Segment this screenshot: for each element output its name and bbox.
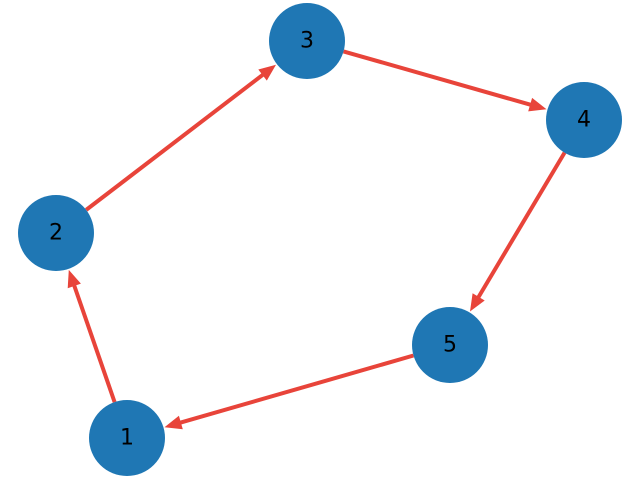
node-label: 5: [443, 333, 457, 358]
edge-line: [475, 151, 567, 300]
node-circle: [18, 195, 94, 271]
node-3: 3: [269, 3, 345, 79]
arrowhead: [528, 97, 547, 112]
node-label: 3: [300, 29, 314, 54]
edge-3-to-4: [342, 49, 547, 112]
edge-line: [84, 72, 266, 212]
node-circle: [89, 400, 165, 476]
arrowhead: [470, 293, 485, 312]
edge-line: [178, 353, 415, 426]
node-5: 5: [412, 307, 488, 383]
arrowhead: [164, 415, 183, 430]
node-circle: [269, 3, 345, 79]
edge-line: [71, 283, 117, 403]
node-label: 1: [120, 426, 134, 451]
nodes-layer: 1 2 3 4 5: [18, 3, 622, 476]
node-label: 4: [577, 108, 591, 133]
edges-layer: [67, 49, 567, 430]
edge-5-to-1: [164, 353, 415, 430]
edge-4-to-5: [470, 151, 567, 312]
edge-2-to-3: [84, 64, 276, 212]
edge-line: [342, 49, 533, 108]
arrowhead: [67, 269, 81, 289]
node-4: 4: [546, 82, 622, 158]
node-1: 1: [89, 400, 165, 476]
node-2: 2: [18, 195, 94, 271]
edge-1-to-2: [67, 269, 117, 403]
node-label: 2: [49, 221, 63, 246]
node-circle: [412, 307, 488, 383]
arrowhead: [258, 64, 276, 81]
node-circle: [546, 82, 622, 158]
